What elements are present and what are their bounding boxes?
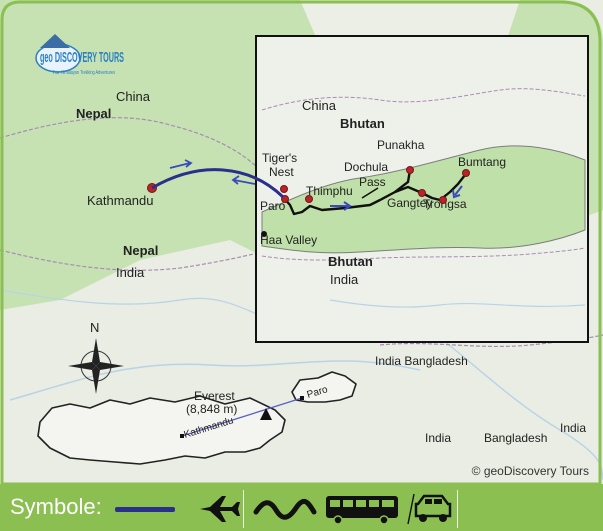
trek-route <box>394 169 412 193</box>
label-trongsa: Trongsa <box>423 197 467 211</box>
jeep-icon <box>414 494 452 522</box>
legend-label: Symbole: <box>10 494 102 519</box>
label-paro: Paro <box>260 199 286 213</box>
label-gangtey: Gangtey <box>387 196 432 210</box>
direction-arrow-icon <box>343 201 352 211</box>
direction-arrow-icon <box>231 175 240 185</box>
label-nepal: Nepal <box>76 106 111 121</box>
trek-path-icon <box>253 498 317 520</box>
bhutan-inset: China Bhutan Tiger's Nest Paro Thimphu D… <box>255 35 589 343</box>
label-dochula: Pass <box>359 175 386 189</box>
label-nepal: Nepal <box>123 243 158 258</box>
legend-bar: Symbole: <box>0 484 603 531</box>
label-everest-height: (8,848 m) <box>186 402 237 416</box>
logo-tagline: Fair Himalayan Trekking Adventures <box>53 70 115 76</box>
label-india: India <box>116 265 145 280</box>
overview-flight-line <box>181 397 303 437</box>
label-india: India <box>425 431 451 445</box>
label-bhutan: Bhutan <box>340 116 385 131</box>
label-haa-valley: Haa Valley <box>260 233 317 247</box>
stop-haa-valley <box>261 231 267 237</box>
stop-paro <box>281 195 289 203</box>
trek-route <box>361 187 379 199</box>
stop-punakha <box>406 166 414 174</box>
legend-ground <box>253 493 452 525</box>
stop-thimphu <box>305 195 313 203</box>
mountain-icon <box>40 34 70 48</box>
label-dochula: Dochula <box>344 160 388 174</box>
direction-arrow-icon <box>184 159 193 168</box>
overview-bhutan-outline <box>291 371 357 403</box>
label-everest: Everest <box>194 389 235 403</box>
compass-rose-icon: N <box>68 320 124 394</box>
overview-nepal-outline <box>37 395 286 465</box>
border-china-bhutan <box>261 88 586 111</box>
label-tigers-nest: Nest <box>269 165 294 179</box>
logo-text: geo DISCOVERY TOURS <box>40 49 124 66</box>
overview-kathmandu-marker <box>180 434 184 438</box>
compass-point <box>92 338 100 366</box>
border-china-nepal <box>0 117 261 171</box>
airplane-icon <box>200 496 240 522</box>
border-nepal-india <box>0 249 271 271</box>
direction-arrow-icon <box>452 189 461 199</box>
label-india-bangladesh: India Bangladesh <box>375 354 468 368</box>
compass-point <box>96 362 124 370</box>
label-thimphu: Thimphu <box>306 184 353 198</box>
flight-route <box>151 168 285 199</box>
compass-point <box>92 366 100 394</box>
label-bumtang: Bumtang <box>458 155 506 169</box>
label-tigers-nest: Tiger's <box>262 151 297 165</box>
bus-icon <box>326 496 398 525</box>
legend-divider <box>243 490 244 528</box>
label-kathmandu: Kathmandu <box>87 193 154 208</box>
everest-peak-icon <box>260 408 272 420</box>
direction-arrow-icon <box>454 185 463 196</box>
stop-trongsa <box>439 196 447 204</box>
border-bhutan-india <box>261 247 586 261</box>
label-bhutan: Bhutan <box>328 254 373 269</box>
label-india: India <box>560 421 586 435</box>
overview-paro-marker <box>300 396 304 400</box>
legend-flight-line <box>115 507 175 512</box>
river <box>329 299 586 308</box>
direction-arrow-icon <box>233 179 256 185</box>
river <box>9 360 421 401</box>
bhutan-territory <box>261 145 586 254</box>
stop-bumtang <box>462 169 470 177</box>
direction-arrow-icon <box>169 162 191 169</box>
label-bangladesh: Bangladesh <box>484 431 547 445</box>
label-china: China <box>302 98 337 113</box>
brand-logo: geo DISCOVERY TOURS Fair Himalayan Trekk… <box>35 34 124 76</box>
outer-frame <box>0 0 602 486</box>
compass-point <box>68 362 96 370</box>
border-india-bangladesh <box>379 334 603 348</box>
stop-gangtey <box>418 189 426 197</box>
label-punakha: Punakha <box>377 138 425 152</box>
legend-divider <box>457 490 458 528</box>
label-china: China <box>116 89 151 104</box>
copyright-text: © geoDiscovery Tours <box>471 464 589 478</box>
label-india: India <box>330 272 359 287</box>
compass-north-label: N <box>90 320 99 335</box>
legend-flight <box>115 496 240 522</box>
slash-divider <box>407 493 415 525</box>
stop-tigers-nest <box>280 185 288 193</box>
overview-map: Everest (8,848 m) Kathmandu Paro <box>37 371 357 465</box>
